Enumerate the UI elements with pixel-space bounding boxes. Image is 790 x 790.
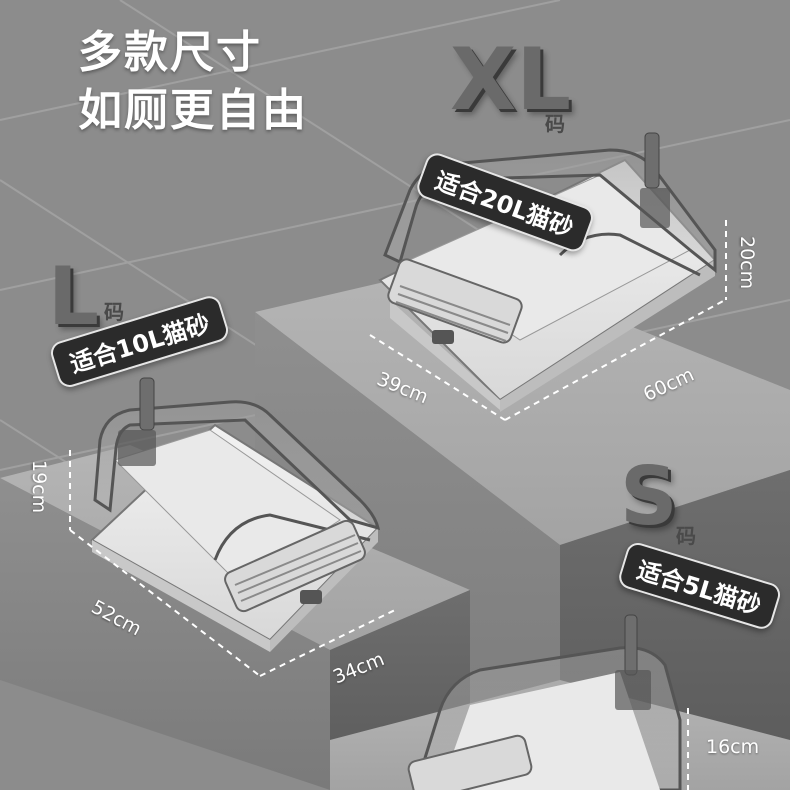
xl-size-letter: XL — [450, 30, 572, 130]
s-litter-box — [407, 614, 682, 790]
xl-height-dimension: 20cm — [736, 236, 758, 290]
l-size-unit: 码 — [104, 300, 124, 324]
s-height-dimension: 16cm — [706, 736, 760, 758]
xl-size-unit: 码 — [545, 112, 565, 136]
s-size-unit: 码 — [676, 524, 696, 548]
s-size-letter: S — [620, 450, 678, 543]
l-size-letter: L — [48, 250, 99, 343]
l-height-dimension: 19cm — [28, 460, 50, 514]
headline-line-1: 多款尺寸 — [78, 27, 262, 78]
xl-litter-box — [378, 132, 717, 412]
dimension-lines — [69, 220, 727, 790]
l-litter-box — [90, 377, 381, 652]
headline-line-2: 如厕更自由 — [78, 85, 308, 136]
